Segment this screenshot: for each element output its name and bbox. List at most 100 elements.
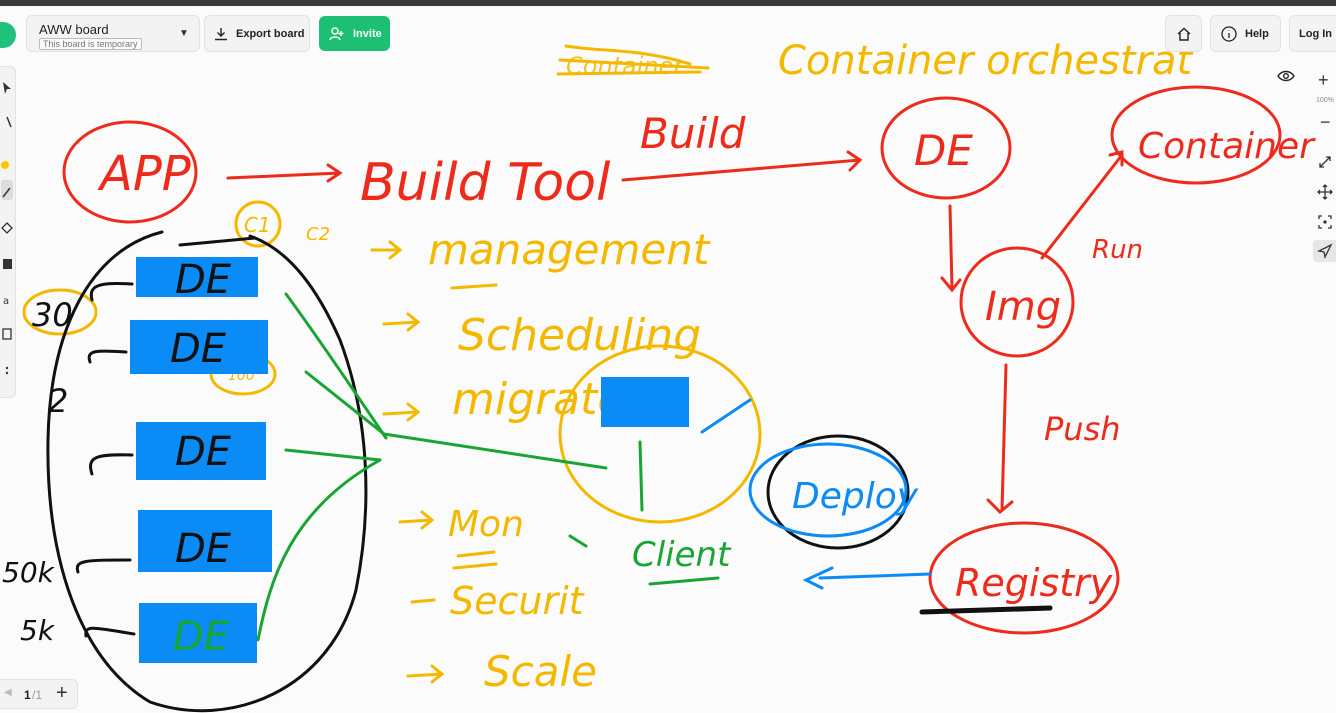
de-circle — [880, 96, 1012, 200]
add-user-icon — [329, 26, 344, 40]
home-icon — [1177, 27, 1190, 41]
de-node-label-4: DE — [175, 526, 232, 572]
img-circle — [959, 246, 1075, 358]
left-label-2: 2 — [48, 382, 68, 420]
connector-3 — [89, 453, 134, 476]
add-page-button[interactable]: + — [56, 682, 68, 704]
cluster-top-stroke — [178, 236, 257, 247]
green-line-6 — [638, 440, 644, 512]
help-label: Help — [1245, 27, 1269, 40]
green-underline-client — [648, 576, 720, 586]
brush-tool-icon[interactable] — [1, 185, 13, 199]
shape-tool-icon[interactable] — [1, 257, 13, 271]
orchestrator-circle — [558, 344, 762, 524]
red-labels: APP Build Tool Build DE Container Run Im… — [97, 109, 1316, 605]
board-selector[interactable]: AWW board This board is temporary ▼ — [26, 15, 200, 52]
login-button[interactable]: Log In — [1289, 15, 1336, 52]
laser-pointer-icon[interactable] — [1317, 243, 1333, 259]
fullscreen-icon[interactable] — [1317, 154, 1333, 170]
build-label: Build — [640, 109, 746, 158]
build-tool-label: Build Tool — [360, 153, 611, 213]
c1-circle — [234, 200, 282, 248]
scribbled-word: Container — [566, 52, 685, 80]
arrow-app-to-build — [226, 163, 343, 183]
de-node-label-5: DE — [173, 614, 230, 660]
c2-label: C2 — [306, 224, 330, 245]
de-node-2 — [130, 320, 268, 374]
cluster-outline — [46, 230, 368, 713]
client-label: Client — [632, 535, 732, 575]
export-board-button[interactable]: Export board — [204, 15, 310, 52]
yellow-labels: Container Container orchestrat C1 C2 30 … — [32, 38, 1194, 696]
eraser-tool-icon[interactable] — [1, 221, 13, 235]
green-line-3 — [284, 448, 382, 462]
arrow-de-to-img — [940, 204, 962, 293]
download-icon — [215, 27, 227, 40]
arrow-scale — [406, 664, 445, 684]
deploy-black-circle — [766, 434, 910, 550]
sticky-note-tool-icon[interactable] — [1, 327, 13, 341]
app-logo[interactable] — [0, 22, 16, 48]
black-labels: 2 50k 5k — [2, 382, 68, 647]
de-nodes — [130, 257, 689, 663]
zoom-in-button[interactable]: + — [1318, 70, 1329, 90]
export-board-label: Export board — [236, 27, 305, 40]
de-node-label-2: DE — [170, 326, 227, 372]
fit-screen-icon[interactable] — [1317, 214, 1333, 230]
c1-label: C1 — [244, 213, 271, 237]
img-label: Img — [985, 284, 1061, 330]
left-toolbar: a — [0, 66, 16, 398]
invite-button[interactable]: Invite — [319, 16, 390, 51]
heading-text: Container orchestrat — [778, 38, 1194, 84]
blue-check — [700, 398, 752, 434]
feature-scale: Scale — [484, 647, 597, 696]
registry-circle — [928, 521, 1120, 635]
help-button[interactable]: Help — [1210, 15, 1281, 52]
de-node-label-3: DE — [175, 429, 232, 475]
svg-text:a: a — [3, 296, 9, 307]
board-name: AWW board — [39, 22, 109, 37]
invite-label: Invite — [353, 27, 382, 40]
zoom-out-button[interactable]: − — [1320, 112, 1331, 132]
move-icon[interactable] — [1317, 184, 1333, 200]
current-page: 1 — [24, 688, 31, 702]
arrow-build-to-de — [621, 150, 863, 182]
de-node-4 — [138, 510, 272, 572]
green-line-4 — [256, 458, 382, 642]
red-strokes — [62, 85, 1282, 635]
container-label: Container — [1138, 126, 1316, 167]
push-label: Push — [1044, 410, 1121, 448]
de-node-label-1: DE — [175, 257, 232, 303]
more-tools-icon[interactable] — [1, 363, 13, 377]
page-navigator: ◀ 1 /1 + — [0, 679, 78, 709]
connector-4 — [75, 558, 132, 574]
previous-page-icon[interactable]: ◀ — [4, 687, 12, 698]
connector-2 — [87, 349, 128, 364]
select-tool-icon[interactable] — [1, 81, 13, 95]
color-picker-icon[interactable] — [1, 161, 9, 169]
arrow-img-to-registry — [986, 363, 1014, 515]
scribble-strike — [556, 44, 710, 76]
window-top-strip — [0, 0, 1336, 6]
feature-management: management — [428, 225, 711, 274]
green-line-1 — [284, 292, 388, 440]
orchestrator-box — [601, 377, 689, 427]
circle-30 — [22, 288, 98, 336]
app-label: APP — [97, 146, 191, 202]
login-label: Log In — [1299, 27, 1332, 40]
eye-icon[interactable] — [1277, 70, 1295, 82]
registry-underline — [919, 605, 1053, 615]
home-button[interactable] — [1165, 15, 1202, 52]
run-label: Run — [1092, 235, 1143, 265]
blue-strokes — [700, 398, 932, 590]
arrow-securit — [410, 598, 436, 604]
zoom-level: 100% — [1316, 97, 1334, 104]
pen-tool-icon[interactable] — [1, 115, 13, 129]
arrow-migrate — [382, 402, 421, 422]
info-icon — [1221, 25, 1237, 42]
de-node-labels: DE DE DE DE DE — [170, 257, 232, 660]
de-node-1 — [136, 257, 258, 297]
text-tool-icon[interactable]: a — [1, 293, 13, 307]
underline-management — [450, 283, 498, 290]
